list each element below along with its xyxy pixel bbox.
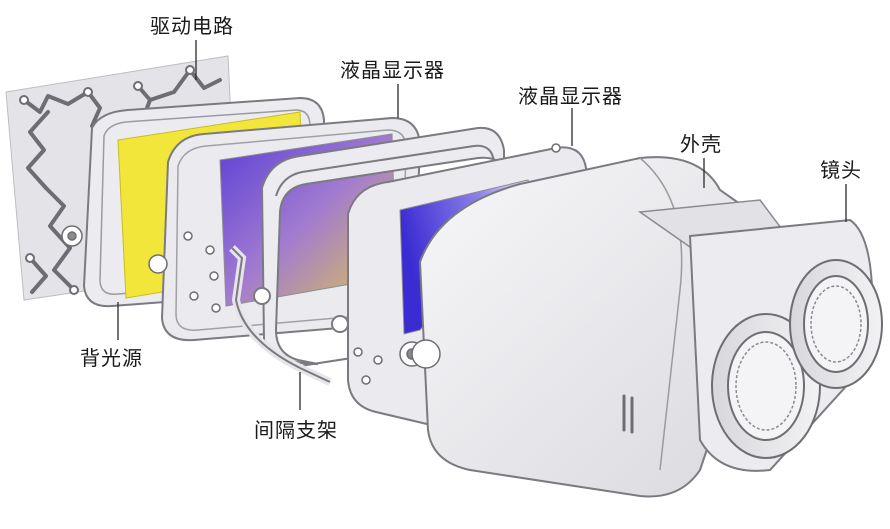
label-lcd-display-1: 液晶显示器 — [340, 58, 445, 82]
label-backlight: 背光源 — [80, 346, 143, 370]
label-outer-shell: 外壳 — [680, 132, 722, 156]
label-drive-circuit: 驱动电路 — [150, 14, 234, 38]
spacer-bracket — [229, 126, 505, 386]
callout-leader-lines — [117, 40, 847, 410]
label-lens: 镜头 — [820, 158, 862, 182]
label-lcd-display-2: 液晶显示器 — [518, 84, 623, 108]
label-spacer-bracket: 间隔支架 — [254, 418, 338, 442]
lens-assembly — [688, 218, 883, 472]
